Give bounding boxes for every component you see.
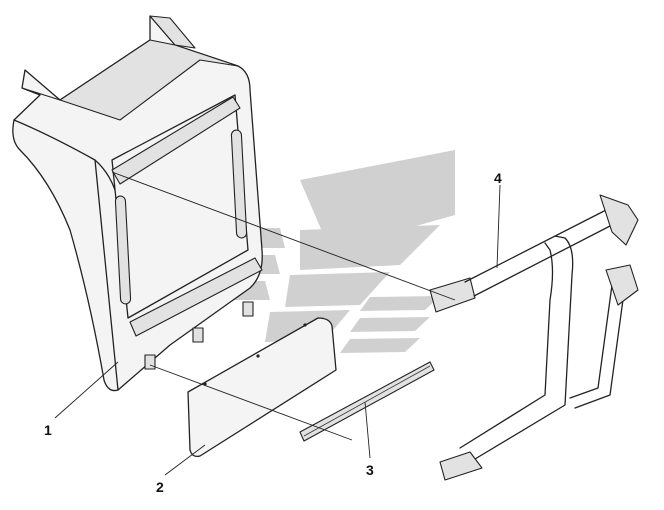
callout-1: 1: [44, 422, 52, 438]
callout-4: 4: [494, 170, 502, 186]
retaining-strip: [299, 361, 435, 442]
callout-3: 3: [366, 462, 374, 478]
mudflap: [187, 317, 337, 458]
callout-2: 2: [156, 479, 164, 495]
fender-panel: [12, 15, 263, 392]
mounting-bracket: [429, 194, 639, 481]
assembly-lines: [54, 171, 501, 476]
